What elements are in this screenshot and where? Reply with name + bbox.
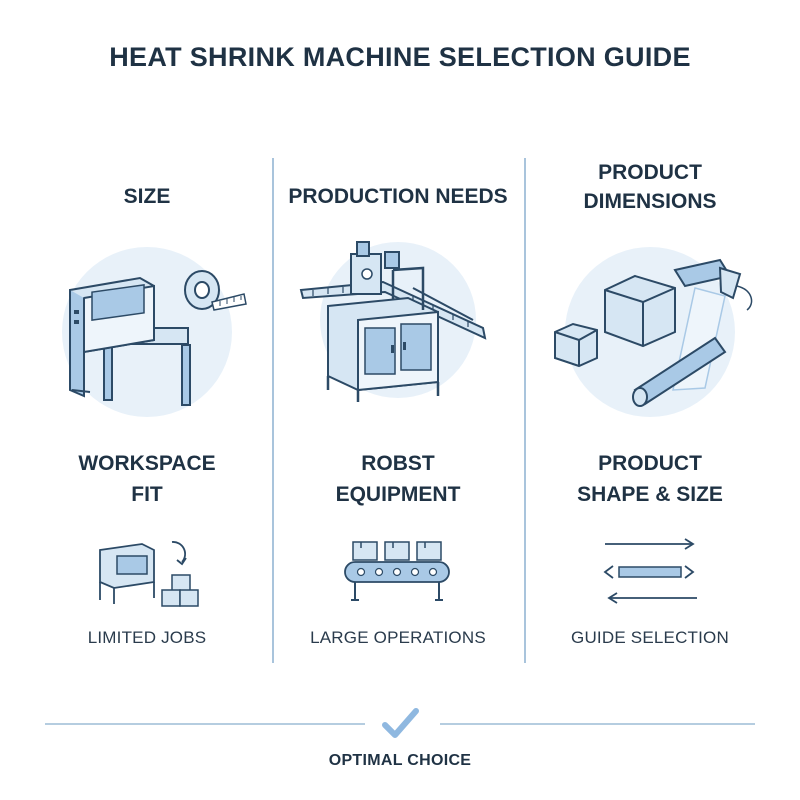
column-heading: PRODUCTION NEEDS bbox=[273, 182, 523, 211]
boxes-heat-gun-film-roll-icon bbox=[554, 247, 753, 417]
footer-rule bbox=[440, 723, 755, 725]
caption: LARGE OPERATIONS bbox=[310, 628, 486, 647]
sub-heading: WORKSPACE FIT bbox=[22, 448, 272, 510]
heading-line: PRODUCT bbox=[598, 161, 702, 184]
small-machine-boxes-icon bbox=[99, 541, 199, 607]
optimal-choice-label: OPTIMAL CHOICE bbox=[328, 752, 472, 769]
sub-line: ROBST bbox=[361, 452, 435, 475]
sub-heading: ROBST EQUIPMENT bbox=[273, 448, 523, 510]
column-production-needs: PRODUCTION NEEDS ROBST EQUIPMENT bbox=[273, 150, 523, 670]
page-title: HEAT SHRINK MACHINE SELECTION GUIDE bbox=[109, 42, 691, 72]
sub-heading: PRODUCT SHAPE & SIZE bbox=[525, 448, 775, 510]
checkmark-icon bbox=[382, 708, 419, 738]
footer-rule bbox=[45, 723, 365, 725]
column-heading: SIZE bbox=[22, 182, 272, 211]
column-size: SIZE WORKSPACE FIT LIMITED JOBS bbox=[22, 150, 272, 670]
sub-line: EQUIPMENT bbox=[335, 483, 461, 506]
column-divider bbox=[272, 158, 274, 663]
sub-line: PRODUCT bbox=[598, 452, 702, 475]
column-divider bbox=[524, 158, 526, 663]
conveyor-boxes-icon bbox=[344, 541, 450, 601]
compact-machine-with-tape-measure-icon bbox=[62, 247, 247, 417]
sub-line: FIT bbox=[131, 483, 163, 506]
caption: GUIDE SELECTION bbox=[571, 628, 729, 647]
dimension-arrows-icon bbox=[603, 538, 697, 604]
sub-line: WORKSPACE bbox=[78, 452, 216, 475]
heading-line: PRODUCTION NEEDS bbox=[288, 185, 508, 208]
column-product-dimensions: PRODUCT DIMENSIONS PRODUCT SHAPE & SIZE … bbox=[525, 150, 775, 670]
column-heading: PRODUCT DIMENSIONS bbox=[525, 158, 775, 216]
heading-line: SIZE bbox=[123, 185, 171, 208]
sub-line: SHAPE & SIZE bbox=[577, 483, 723, 506]
caption: LIMITED JOBS bbox=[87, 628, 207, 647]
heading-line: DIMENSIONS bbox=[583, 190, 717, 213]
industrial-conveyor-machine-icon bbox=[299, 241, 487, 402]
